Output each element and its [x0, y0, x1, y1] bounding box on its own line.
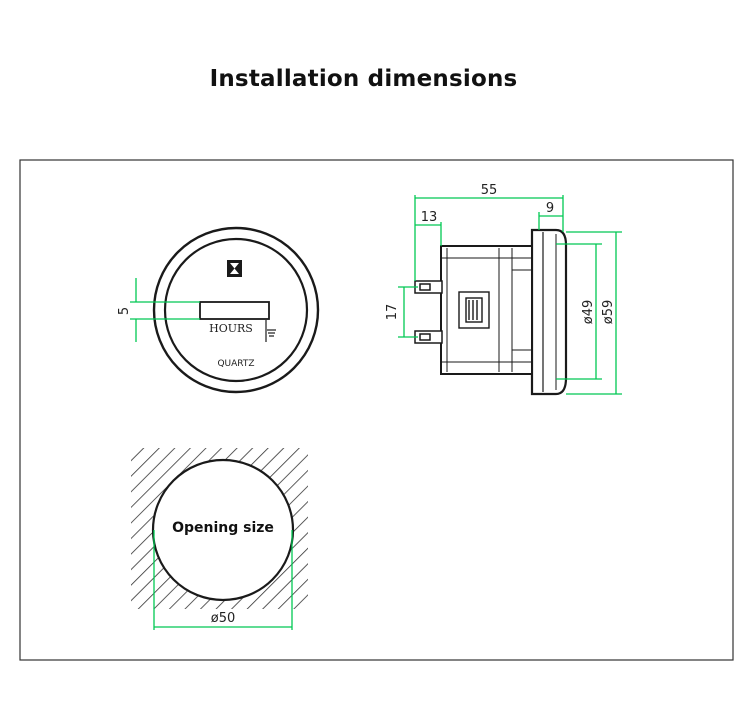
- dim-display-height: [130, 278, 200, 342]
- diagram-frame: [19, 159, 734, 661]
- dim-phi59-label: ø59: [601, 300, 616, 325]
- page-title: Installation dimensions: [209, 66, 518, 92]
- ground-icon: [265, 320, 276, 342]
- side-connector: [458, 291, 490, 329]
- side-body: [440, 245, 533, 375]
- dim-cutout-diameter: [153, 530, 293, 630]
- terminal-lower: [414, 330, 443, 344]
- terminal-upper: [414, 280, 443, 294]
- dim-body-depth: [415, 222, 442, 246]
- cutout-circle: [151, 458, 295, 602]
- dim-body-diameter: [556, 243, 602, 380]
- dim-9-label: 9: [546, 201, 554, 216]
- front-outer-bezel: [152, 226, 320, 394]
- dim-terminal-spacing: [398, 286, 418, 338]
- dim-phi49-label: ø49: [581, 300, 596, 325]
- dim-55-label: 55: [481, 183, 498, 198]
- front-view: HOURS QUARTZ 5: [117, 226, 320, 394]
- dim-phi50-label: ø50: [211, 611, 236, 626]
- dim-17-label: 17: [385, 304, 400, 321]
- opening-size-label: Opening size: [172, 520, 274, 536]
- dim-13-label: 13: [421, 210, 438, 225]
- dim-bezel-depth: [538, 212, 563, 230]
- dim-total-depth: [414, 195, 564, 281]
- display-window: [199, 301, 270, 320]
- side-bezel: [530, 228, 568, 396]
- quartz-label: QUARTZ: [217, 359, 254, 369]
- cutout-view: Opening size ø50: [131, 448, 308, 630]
- front-inner-bezel: [163, 237, 309, 383]
- hours-label: HOURS: [209, 322, 253, 335]
- side-view: 55 13 9 17 ø49 ø59: [385, 183, 622, 396]
- dim-5-label: 5: [117, 307, 132, 315]
- hourglass-icon: [227, 260, 242, 277]
- dim-bezel-diameter: [566, 231, 622, 395]
